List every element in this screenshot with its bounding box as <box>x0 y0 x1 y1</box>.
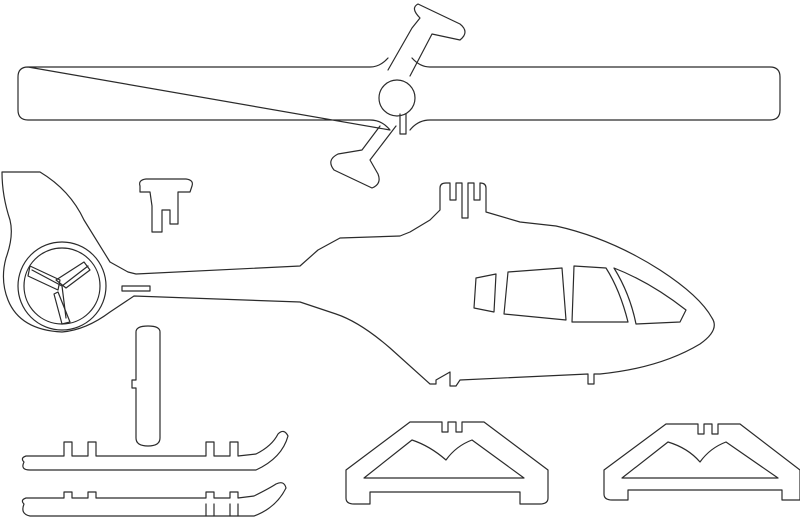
tail-rotor-cross <box>330 3 466 189</box>
landing-skid-lower <box>21 482 287 517</box>
fuselage <box>1 171 715 387</box>
skid-stand-right <box>603 423 800 501</box>
main-rotor-blade <box>17 57 781 131</box>
skid-stand-left <box>345 421 549 505</box>
skid-strut <box>131 325 161 447</box>
rotor-hub-cap <box>139 178 193 233</box>
landing-skid-upper <box>21 430 289 471</box>
